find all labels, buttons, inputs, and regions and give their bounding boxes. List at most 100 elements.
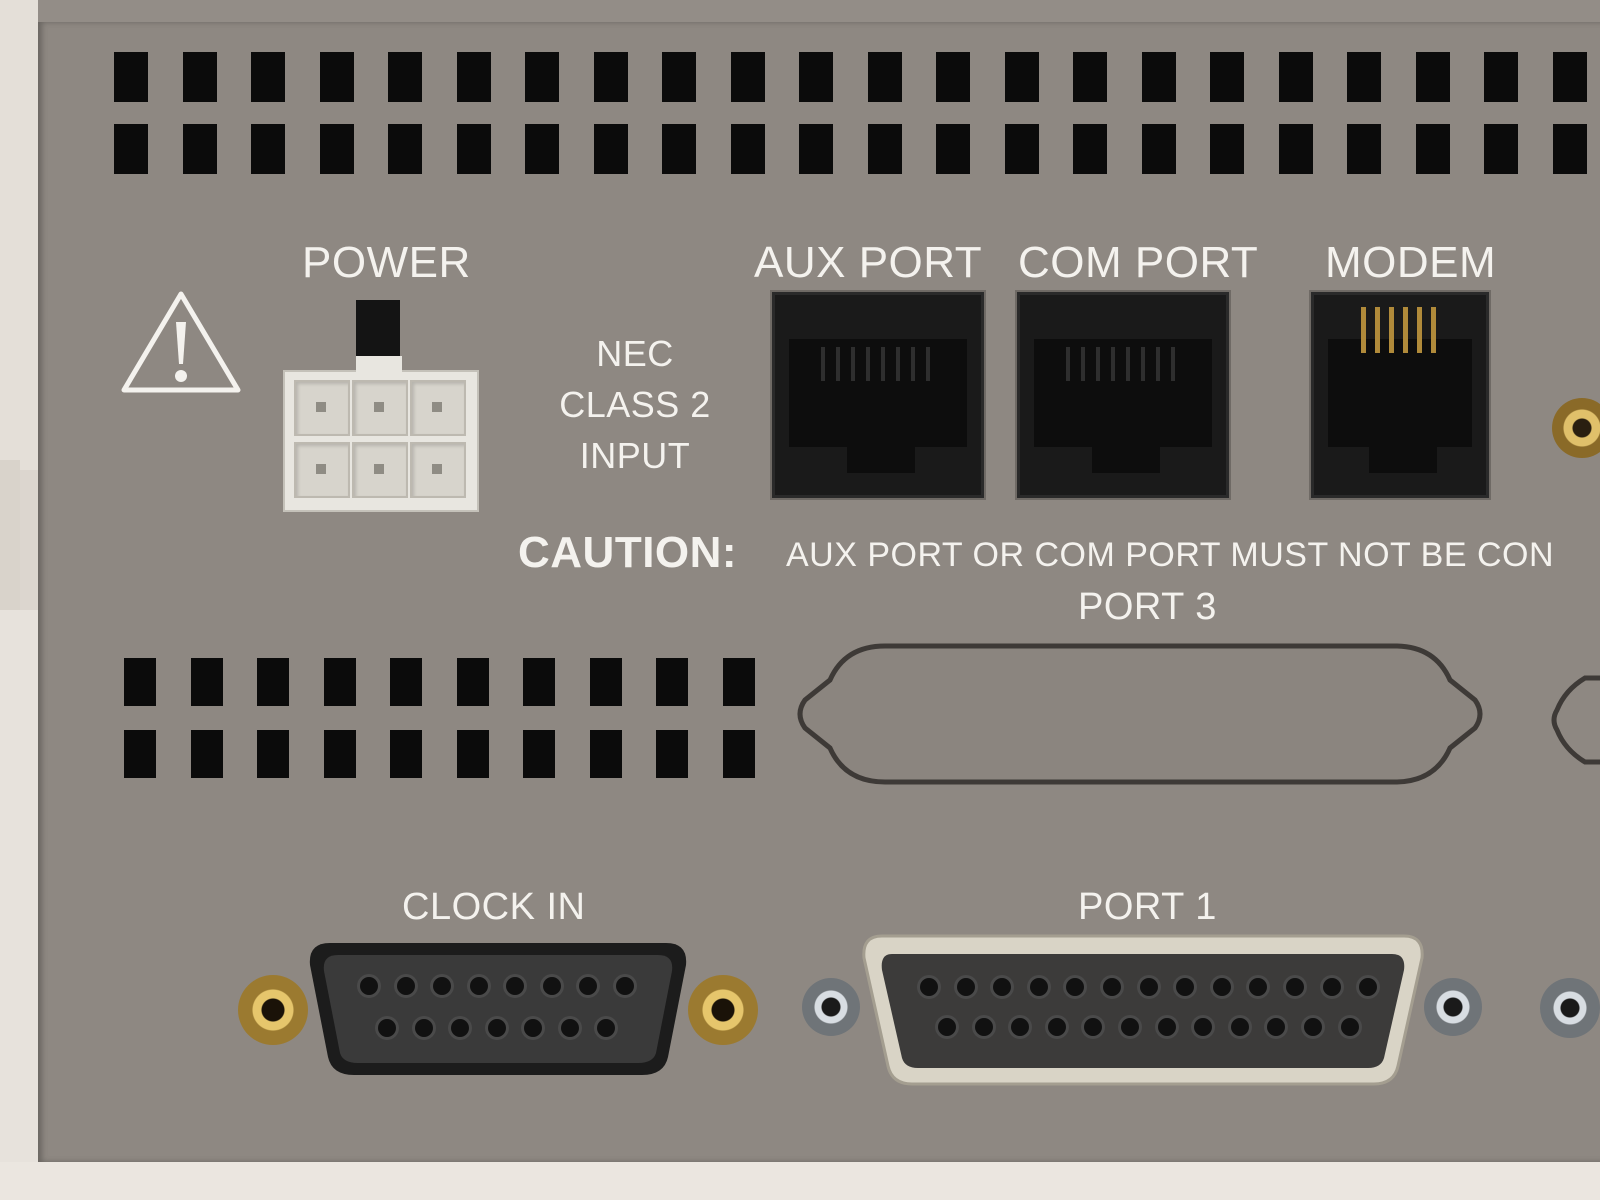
com-port-jack[interactable]: [1017, 292, 1229, 498]
modem-label: MODEM: [1325, 238, 1497, 287]
nec-label-line1: NEC: [596, 333, 674, 374]
pin-hole: [1084, 1018, 1103, 1036]
vent-slot: [1347, 52, 1381, 102]
pin-hole: [615, 977, 634, 995]
pin-hole: [487, 1019, 506, 1037]
jack-latch-notch: [847, 443, 915, 473]
vent-slot: [523, 730, 555, 778]
vent-slot: [456, 52, 491, 102]
power-pin-cell: [410, 380, 466, 436]
vent-slot: [730, 124, 765, 174]
vent-slot: [114, 124, 148, 174]
pin-hole: [1176, 978, 1195, 996]
jack-gold-contact: [1389, 307, 1394, 353]
pin-hole: [1194, 1018, 1213, 1036]
pin-hole: [920, 978, 938, 996]
case-frame-left-upper: [0, 0, 40, 470]
pin-hole: [396, 977, 415, 995]
vent-slot: [1415, 52, 1450, 102]
port1-connector[interactable]: [792, 930, 1492, 1090]
clock-in-shell: [309, 943, 687, 1075]
vent-slot: [799, 52, 833, 102]
vent-slot: [1415, 124, 1450, 174]
case-frame-left-step: [0, 460, 20, 620]
pin-hole: [1267, 1018, 1286, 1036]
pin-hole: [1249, 978, 1268, 996]
power-pin-cell: [294, 380, 350, 436]
pin-hole: [542, 977, 561, 995]
power-connector-latch: [356, 356, 402, 378]
vent-slot: [456, 730, 489, 778]
com-port-label: COM PORT: [1018, 238, 1259, 287]
jack-contact: [926, 347, 930, 381]
vent-slot: [936, 124, 970, 174]
port1-label: PORT 1: [1078, 886, 1217, 928]
pin-hole: [1029, 978, 1048, 996]
caution-heading: CAUTION:: [518, 528, 738, 577]
jack-contact: [1141, 347, 1145, 381]
nec-class2-label: NEC CLASS 2 INPUT: [540, 328, 730, 481]
modem-jack[interactable]: [1311, 292, 1489, 498]
vent-slot: [1004, 52, 1039, 102]
vent-slot: [1278, 52, 1313, 102]
vent-slot: [656, 730, 688, 778]
clock-in-label: CLOCK IN: [402, 886, 586, 928]
vent-slot: [257, 730, 289, 778]
vent-slot: [589, 730, 622, 778]
power-pin-cell: [410, 442, 466, 498]
vent-slot: [1210, 52, 1244, 102]
vent-slot: [722, 730, 755, 778]
right-edge-cutout-outline: [1551, 675, 1600, 765]
pin-hole: [1322, 978, 1341, 996]
port1-shell: [862, 934, 1424, 1086]
vent-slot: [1347, 124, 1381, 174]
jack-gold-contact: [1375, 307, 1380, 353]
vent-slot: [1210, 124, 1244, 174]
port1-left-standoff: [802, 978, 860, 1036]
vent-slot: [722, 658, 755, 706]
pin-hole: [433, 977, 451, 995]
vent-slot: [593, 52, 628, 102]
vent-slot: [593, 124, 628, 174]
vent-slot: [390, 658, 422, 706]
pin-hole: [1066, 978, 1085, 996]
nec-label-line3: INPUT: [579, 435, 691, 476]
vent-slot: [319, 124, 354, 174]
power-connector-slot: [356, 300, 400, 360]
jack-gold-contact: [1361, 307, 1366, 353]
pin-hole: [597, 1019, 615, 1037]
pin-hole: [506, 977, 524, 995]
vent-slot: [1484, 124, 1518, 174]
vent-slot: [936, 52, 970, 102]
vent-slot: [1141, 52, 1176, 102]
jack-contact: [821, 347, 825, 381]
vent-slot: [323, 730, 356, 778]
jack-contact: [1111, 347, 1115, 381]
vent-slot: [1278, 124, 1313, 174]
nec-label-line2: CLASS 2: [559, 384, 711, 425]
vent-slot: [182, 124, 217, 174]
jack-contact: [851, 347, 855, 381]
jack-contact: [896, 347, 900, 381]
jack-cavity: [789, 339, 967, 447]
jack-gold-contact: [1403, 307, 1408, 353]
port3-cutout-outline: [797, 643, 1483, 785]
port1-right-standoff: [1424, 978, 1482, 1036]
jack-gold-contact: [1417, 307, 1422, 353]
vent-slot: [867, 52, 902, 102]
vent-slot: [1073, 52, 1107, 102]
jack-latch-notch: [1369, 443, 1437, 473]
vent-slot: [662, 52, 696, 102]
pin-hole: [414, 1019, 433, 1037]
clock-in-connector[interactable]: [238, 935, 758, 1085]
pin-hole: [1340, 1018, 1359, 1036]
jack-contact: [911, 347, 915, 381]
case-frame-bottom: [0, 1162, 1600, 1200]
caution-text: AUX PORT OR COM PORT MUST NOT BE CON: [786, 536, 1555, 574]
pin-hole: [1121, 1018, 1139, 1036]
port3-label: PORT 3: [1078, 586, 1217, 628]
pin-hole: [1359, 978, 1378, 996]
panel-top-strip: [38, 0, 1600, 24]
aux-port-jack[interactable]: [772, 292, 984, 498]
